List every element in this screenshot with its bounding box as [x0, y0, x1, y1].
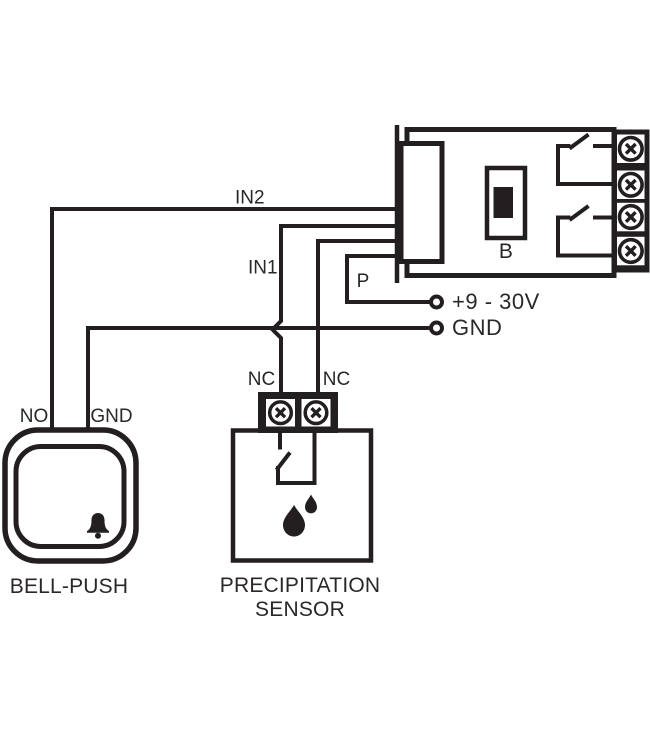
- rain-switch-icon: [274, 433, 317, 485]
- relay-switch-2-icon: [556, 204, 613, 258]
- screw-terminal-strip: [612, 129, 650, 273]
- label-in2: IN2: [235, 188, 265, 209]
- water-drop-large: [283, 505, 305, 537]
- screw-terminal-icon-3: [617, 203, 644, 231]
- screw-terminal-icon-4: [617, 237, 644, 265]
- label-in1: IN1: [248, 258, 278, 279]
- wire-p: [345, 254, 430, 304]
- precipitation-sensor: [230, 392, 374, 563]
- controller-module: [394, 125, 650, 283]
- label-gnd-terminal: GND: [452, 315, 502, 340]
- label-bell-gnd: GND: [90, 406, 132, 427]
- label-no: NO: [20, 406, 49, 427]
- screw-terminal-icon-1: [617, 135, 644, 162]
- sensor-body: [230, 428, 374, 563]
- wire-gnd: [86, 326, 430, 431]
- label-sensor: SENSOR: [255, 598, 345, 621]
- label-bell-push: BELL-PUSH: [10, 575, 129, 598]
- sensor-terminal-block: [258, 392, 338, 433]
- label-precipitation: PRECIPITATION: [220, 574, 381, 597]
- label-nc-left: NC: [248, 369, 275, 390]
- bell-icon: [87, 513, 109, 539]
- sensor-screw-icon-left: [267, 400, 294, 426]
- power-terminal-ring: [429, 294, 444, 310]
- label-nc-right: NC: [323, 369, 350, 390]
- label-power-terminal: +9 - 30V: [452, 289, 540, 314]
- gnd-terminal-ring: [429, 320, 444, 336]
- water-drops-icon: [283, 494, 317, 537]
- button-b-icon: [493, 187, 513, 218]
- water-drop-small: [305, 494, 317, 514]
- wire-in2: [50, 207, 402, 431]
- label-p: P: [357, 271, 370, 292]
- wires: [50, 207, 444, 431]
- wire-in1: [269, 224, 402, 395]
- relay-switch-1-icon: [556, 132, 613, 186]
- connector-block: [398, 141, 445, 264]
- label-button-b: B: [499, 240, 513, 263]
- sensor-screw-icon-right: [303, 400, 329, 426]
- wire-input3: [316, 239, 402, 395]
- bell-push: [2, 427, 139, 564]
- screw-terminal-icon-2: [617, 171, 644, 198]
